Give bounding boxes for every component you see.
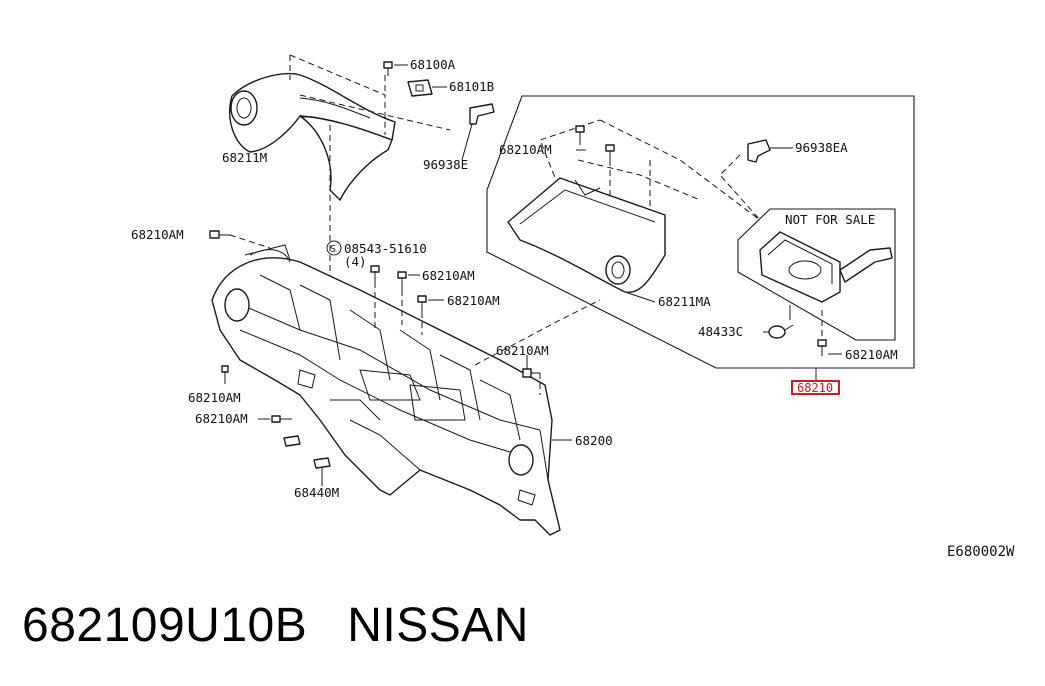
screw-lower-68210AM-2: [258, 415, 292, 423]
bracket-96938EA: [747, 139, 793, 163]
clip-68440M: [283, 435, 331, 486]
diagram-code: E680002W: [947, 544, 1015, 560]
glove-box-lock: [759, 231, 893, 320]
label-68211M: 68211M: [222, 150, 267, 165]
highlight-68210: 68210: [791, 380, 840, 395]
screw-08543: [370, 265, 380, 330]
label-68100A: 68100A: [410, 57, 456, 72]
label-68210AM-mid2: 68210AM: [447, 293, 500, 308]
label-68210AM-box-top: 68210AM: [499, 142, 552, 157]
label-96938EA: 96938EA: [795, 140, 848, 155]
label-96938E: 96938E: [423, 157, 468, 172]
screw-left-68210AM: [209, 230, 271, 249]
label-68210AM-left: 68210AM: [131, 227, 184, 242]
label-68211MA: 68211MA: [658, 294, 711, 309]
label-08543-51610: 08543-51610: [344, 241, 427, 256]
glove-box-frame: [486, 95, 915, 369]
brand-name: NISSAN: [347, 599, 529, 652]
label-68101B: 68101B: [449, 79, 494, 94]
part-labels: 68100A 68101B 68211M 96938E 68210AM 9693…: [131, 57, 1015, 560]
not-for-sale-box: [737, 208, 896, 341]
bracket-96938E: [461, 103, 495, 161]
screw-box-top-2: [605, 144, 615, 160]
glove-box-lid-68211MA: [507, 177, 666, 303]
label-68210-highlight: 68210: [797, 381, 833, 395]
svg-text:S: S: [330, 244, 336, 255]
screw-mid-68210AM-1: [397, 271, 420, 325]
symbol-s-icon: S: [326, 240, 342, 256]
clip-48433C: [763, 324, 794, 339]
upper-cover-68211M: [229, 72, 396, 201]
label-not-for-sale: NOT FOR SALE: [785, 212, 875, 227]
label-68210AM-mid1: 68210AM: [422, 268, 475, 283]
label-68440M: 68440M: [294, 485, 339, 500]
label-08543-qty: (4): [344, 254, 367, 269]
screw-box-top: [575, 125, 586, 151]
instrument-panel-68200: [211, 244, 561, 536]
label-68210AM-center: 68210AM: [496, 343, 549, 358]
nut-68101B: [407, 79, 447, 97]
screw-lower-68210AM-1: [221, 365, 229, 384]
label-68210AM-lower2: 68210AM: [195, 411, 248, 426]
part-number: 682109U10B: [22, 599, 308, 652]
screw-box-right: [817, 310, 842, 356]
clip-68100A: [383, 61, 408, 76]
part-caption: 682109U10B NISSAN: [22, 598, 529, 653]
screw-center-68210AM: [522, 355, 541, 395]
label-68200: 68200: [575, 433, 613, 448]
label-68210AM-box-right: 68210AM: [845, 347, 898, 362]
screw-mid-68210AM-2: [417, 295, 444, 335]
label-48433C: 48433C: [698, 324, 743, 339]
label-68210AM-lower1: 68210AM: [188, 390, 241, 405]
